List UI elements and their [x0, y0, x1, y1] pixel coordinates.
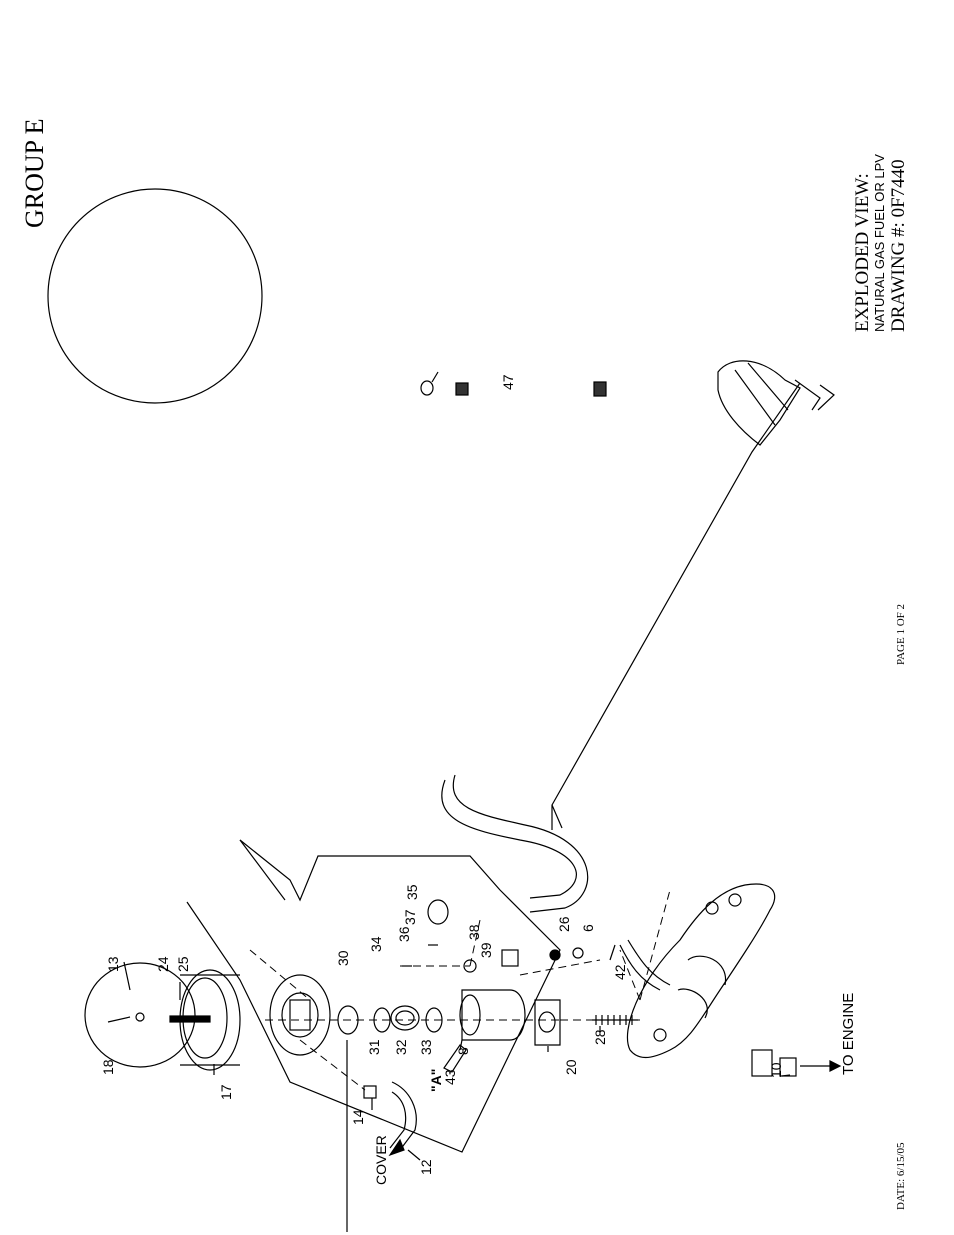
- part-28-spring: [592, 1015, 638, 1025]
- part-38-nut: [463, 959, 477, 973]
- part-33-ring: [425, 1007, 443, 1033]
- part-label-39: 39: [478, 942, 494, 958]
- part-label-28: 28: [592, 1029, 608, 1045]
- part-label-35: 35: [404, 884, 420, 900]
- part-6-washer: [572, 947, 584, 959]
- part-plate-base: [269, 974, 331, 1056]
- part-31-ring: [373, 1007, 391, 1033]
- part-label-37: 37: [402, 909, 418, 925]
- part-label-12: 12: [418, 1159, 434, 1175]
- group-title: GROUP E: [20, 118, 49, 228]
- part-47b: [455, 382, 469, 396]
- to-engine-label: TO ENGINE: [840, 992, 857, 1075]
- part-label-31: 31: [366, 1039, 382, 1055]
- part-20-gasket: [534, 999, 561, 1046]
- part-label-10: 10: [768, 1062, 784, 1078]
- part-8-body: [461, 989, 526, 1041]
- part-label-30: 30: [335, 950, 351, 966]
- part-47a: [420, 380, 434, 396]
- fuel-type: NATURAL GAS FUEL OR LPV: [872, 154, 887, 332]
- part-label-17: 17: [218, 1084, 234, 1100]
- part-label-25: 25: [175, 956, 191, 972]
- part-32-fitting: [390, 1005, 420, 1031]
- frame-diagonal: [551, 382, 801, 830]
- fuel-hose: [441, 779, 577, 899]
- part-label-43: 43: [442, 1069, 458, 1085]
- part-30-gasket: [337, 1005, 359, 1035]
- part-label-34: 34: [368, 936, 384, 952]
- part-12-hose: [389, 1081, 417, 1151]
- muffler-tube: [717, 360, 801, 446]
- part-42-hose: [619, 939, 671, 991]
- part-13-disc: [84, 962, 196, 1068]
- view-title: EXPLODED VIEW:: [852, 173, 873, 332]
- part-label-42: 42: [612, 964, 628, 980]
- part-39-body: [501, 949, 519, 967]
- page-number: PAGE 1 OF 2: [895, 603, 907, 665]
- part-label-24: 24: [155, 956, 171, 972]
- part-manifold: [626, 883, 776, 1059]
- cover-label: COVER: [373, 1135, 389, 1185]
- drawing-number: DRAWING #: 0F7440: [888, 159, 909, 332]
- part-label-33: 33: [418, 1039, 434, 1055]
- part-43-valve: [443, 1044, 467, 1073]
- part-label-18: 18: [100, 1059, 116, 1075]
- part-10-fitting: [751, 1049, 773, 1077]
- part-label-38: 38: [466, 924, 482, 940]
- part-label-6: 6: [580, 924, 596, 932]
- part-label-36: 36: [396, 926, 412, 942]
- part-label-8: 8: [455, 1047, 471, 1055]
- part-35-lever: [427, 899, 449, 925]
- part-label-47: 47: [500, 374, 516, 390]
- frame-tick: [551, 804, 563, 829]
- part-14-fitting: [363, 1085, 377, 1099]
- drawing-date: DATE: 6/15/05: [895, 1142, 907, 1210]
- part-26-nut: [549, 949, 561, 961]
- part-label-13: 13: [105, 956, 121, 972]
- part-47c: [593, 381, 607, 397]
- cover-plate: [186, 839, 561, 1153]
- part-label-26: 26: [556, 916, 572, 932]
- part-label-14: 14: [350, 1109, 366, 1125]
- view-circle: [47, 188, 263, 404]
- part-label-32: 32: [393, 1039, 409, 1055]
- part-label-20: 20: [563, 1059, 579, 1075]
